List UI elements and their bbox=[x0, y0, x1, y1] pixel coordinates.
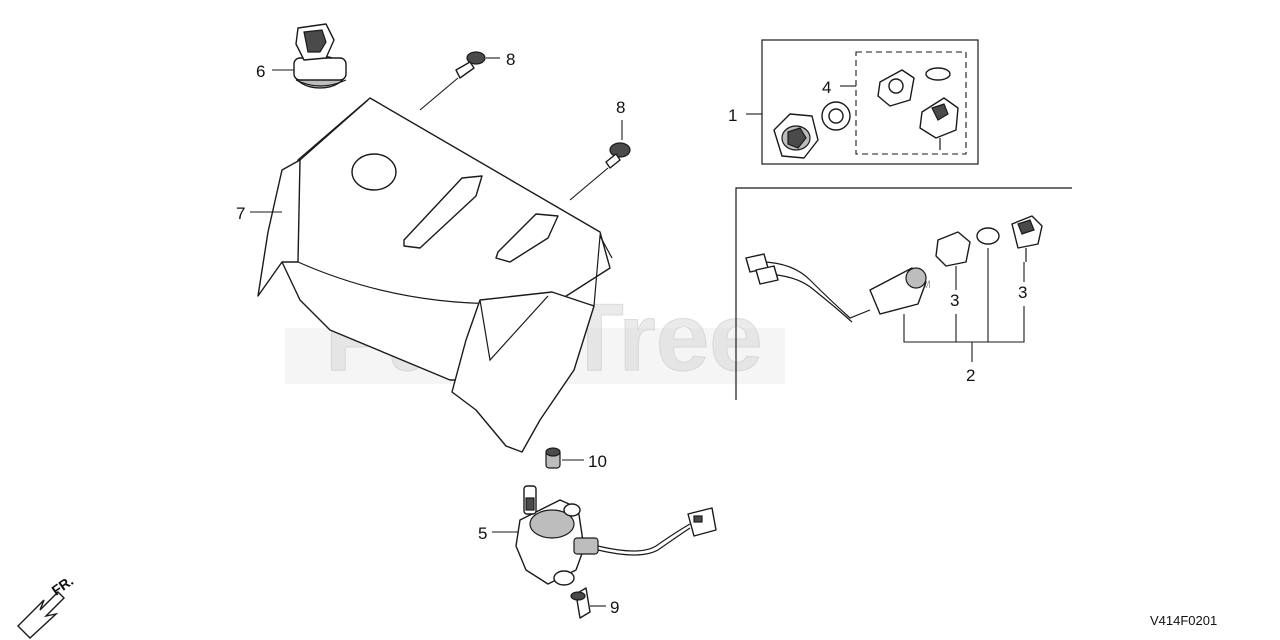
part-8-bolt-b[interactable] bbox=[605, 120, 631, 169]
callout-6[interactable]: 6 bbox=[256, 62, 265, 81]
leader-8a bbox=[419, 77, 459, 111]
callout-8a[interactable]: 8 bbox=[506, 50, 515, 69]
part-9-bolt[interactable] bbox=[570, 587, 606, 619]
callout-9[interactable]: 9 bbox=[610, 598, 619, 617]
callout-3b[interactable]: 3 bbox=[1018, 283, 1027, 302]
callouts: 6 7 8 8 10 5 9 1 4 3 3 2 bbox=[236, 50, 1027, 617]
part-6-knob[interactable] bbox=[293, 23, 347, 89]
callout-1[interactable]: 1 bbox=[728, 106, 737, 125]
diagram-code: V414F0201 bbox=[1150, 613, 1217, 628]
front-direction-indicator: FR. bbox=[17, 572, 77, 639]
kit-box-1[interactable] bbox=[746, 39, 979, 165]
callout-8b[interactable]: 8 bbox=[616, 98, 625, 117]
part-7-cover[interactable] bbox=[257, 97, 613, 453]
callout-3a[interactable]: 3 bbox=[950, 291, 959, 310]
callout-5[interactable]: 5 bbox=[478, 524, 487, 543]
harness-assembly-2[interactable] bbox=[735, 187, 1072, 400]
part-5-pump[interactable] bbox=[492, 485, 717, 586]
direction-label: FR. bbox=[49, 572, 77, 598]
part-8-bolt-a[interactable] bbox=[455, 51, 500, 79]
arrow-icon bbox=[17, 591, 65, 639]
part-10-bolt[interactable] bbox=[545, 447, 584, 469]
callout-4[interactable]: 4 bbox=[822, 78, 831, 97]
callout-10[interactable]: 10 bbox=[588, 452, 607, 471]
callout-7[interactable]: 7 bbox=[236, 204, 245, 223]
leader-8b bbox=[569, 167, 609, 201]
callout-2[interactable]: 2 bbox=[966, 366, 975, 385]
